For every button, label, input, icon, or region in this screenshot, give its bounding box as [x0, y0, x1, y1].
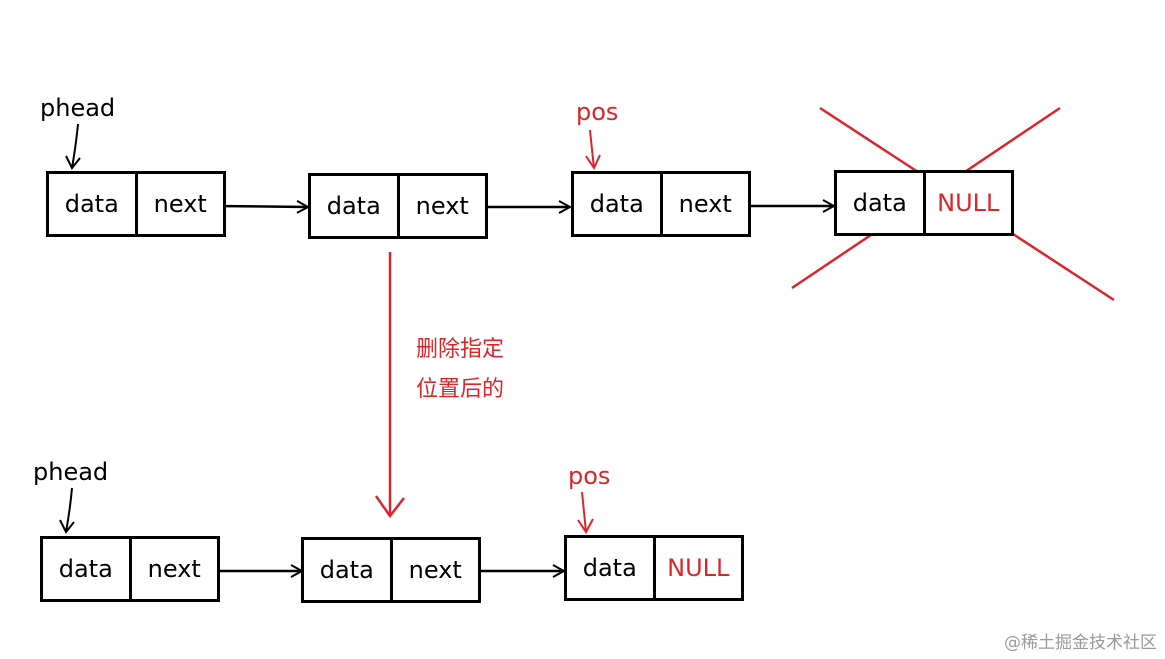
- node-null-field: NULL: [922, 173, 1012, 233]
- top-arrow-1-2: [213, 206, 308, 207]
- node-next-field: next: [128, 539, 218, 599]
- top-phead-label: phead: [40, 94, 116, 122]
- watermark: @稀土掘金技术社区: [1004, 633, 1157, 653]
- caption-line-1: 删除指定: [416, 337, 505, 362]
- node-next-field: next: [389, 540, 479, 600]
- node-data-field: data: [58, 555, 113, 583]
- top-node-4-deleted: data NULL: [834, 170, 1014, 236]
- node-next-field: next: [134, 174, 224, 234]
- node-data-field: data: [589, 190, 644, 218]
- top-node-3-pos: data next: [571, 171, 751, 237]
- top-phead-pointer: [71, 123, 79, 169]
- bottom-node-1: data next: [40, 536, 220, 602]
- top-pos-label: pos: [576, 98, 619, 126]
- operation-caption: 删除指定 位置后的: [416, 330, 504, 410]
- top-node-2: data next: [308, 173, 488, 239]
- bottom-node-3-pos: data NULL: [564, 535, 744, 601]
- node-data-field: data: [852, 189, 907, 217]
- node-null-field: NULL: [652, 538, 742, 598]
- bottom-pos-pointer: [581, 491, 587, 533]
- caption-line-2: 位置后的: [416, 377, 505, 402]
- node-next-field: next: [396, 176, 486, 236]
- node-next-field: next: [659, 174, 749, 234]
- bottom-node-2: data next: [301, 537, 481, 603]
- node-data-field: data: [64, 190, 119, 218]
- bottom-phead-label: phead: [33, 458, 109, 486]
- bottom-pos-label: pos: [568, 462, 611, 490]
- node-data-field: data: [319, 556, 374, 584]
- bottom-phead-pointer: [65, 487, 73, 533]
- top-pos-pointer: [589, 129, 595, 169]
- node-data-field: data: [582, 554, 637, 582]
- top-node-1: data next: [46, 171, 226, 237]
- node-data-field: data: [326, 192, 381, 220]
